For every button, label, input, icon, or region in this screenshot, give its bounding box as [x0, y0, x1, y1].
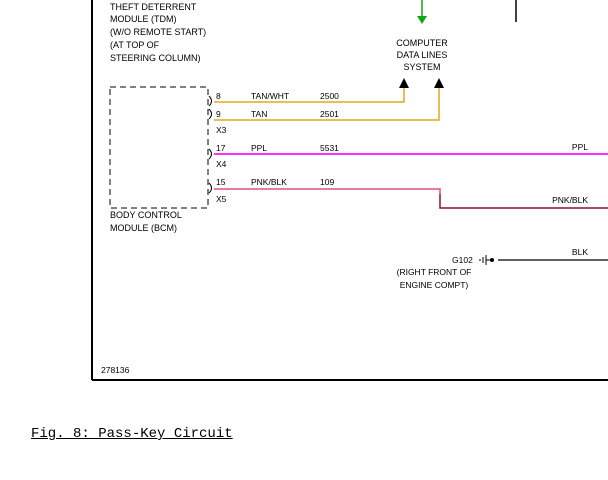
ground-wire-label: BLK — [572, 247, 588, 257]
wire-circuit-number: 5531 — [320, 143, 339, 153]
wire-pnk-blk-109-continuation — [439, 194, 608, 209]
bcm-label-line: BODY CONTROL — [110, 210, 182, 220]
wire-tan-2501 — [214, 88, 440, 121]
ground-location: (RIGHT FRONT OF — [397, 267, 472, 277]
wire-tan-wht-2500 — [214, 88, 405, 103]
cdl-label-line: COMPUTER — [396, 38, 448, 48]
bcm-label-line: MODULE (BCM) — [110, 223, 177, 233]
tdm-label: THEFT DETERRENT MODULE (TDM) (W/O REMOTE… — [110, 2, 206, 63]
pin-number: 9 — [216, 109, 221, 119]
tdm-label-line: THEFT DETERRENT — [110, 2, 197, 12]
tdm-label-line: (W/O REMOTE START) — [110, 27, 206, 37]
pin-bracket — [208, 95, 212, 107]
tdm-label-line: (AT TOP OF — [110, 40, 160, 50]
ground-location: ENGINE COMPT) — [400, 280, 469, 290]
cdl-label: COMPUTER DATA LINES SYSTEM — [396, 38, 448, 72]
pin-number: 17 — [216, 143, 226, 153]
wire-right-label: PNK/BLK — [552, 195, 588, 205]
connector-label: X4 — [216, 159, 227, 169]
figure-caption: Fig. 8: Pass-Key Circuit — [31, 426, 233, 442]
wire-right-label: PPL — [572, 142, 588, 152]
pin-bracket — [208, 148, 212, 160]
wire-circuit-number: 109 — [320, 177, 334, 187]
tdm-label-line: MODULE (TDM) — [110, 14, 177, 24]
green-wire-arrow — [417, 16, 427, 24]
bcm-label: BODY CONTROL MODULE (BCM) — [110, 210, 182, 233]
cdl-label-line: DATA LINES — [397, 50, 448, 60]
wire-circuit-number: 2500 — [320, 91, 339, 101]
ground-id: G102 — [452, 255, 473, 265]
wiring-diagram: THEFT DETERRENT MODULE (TDM) (W/O REMOTE… — [91, 0, 608, 381]
pin-bracket — [208, 182, 212, 194]
pin-number: 15 — [216, 177, 226, 187]
wire-circuit-number: 2501 — [320, 109, 339, 119]
pin-bracket — [208, 108, 212, 120]
figure-number: 278136 — [101, 365, 130, 375]
wire-pnk-blk-109 — [214, 188, 441, 194]
wire-color-label: TAN — [251, 109, 267, 119]
wire-color-label: TAN/WHT — [251, 91, 289, 101]
wire-color-label: PPL — [251, 143, 267, 153]
pin-number: 8 — [216, 91, 221, 101]
bcm-box — [109, 86, 209, 209]
tdm-label-line: STEERING COLUMN) — [110, 53, 201, 63]
connector-label: X5 — [216, 194, 227, 204]
ground-symbol-icon — [479, 255, 494, 265]
cdl-label-line: SYSTEM — [403, 62, 440, 72]
wire-color-label: PNK/BLK — [251, 177, 287, 187]
cdl-arrow-2500 — [399, 78, 409, 88]
cdl-arrow-2501 — [434, 78, 444, 88]
connector-label: X3 — [216, 125, 227, 135]
